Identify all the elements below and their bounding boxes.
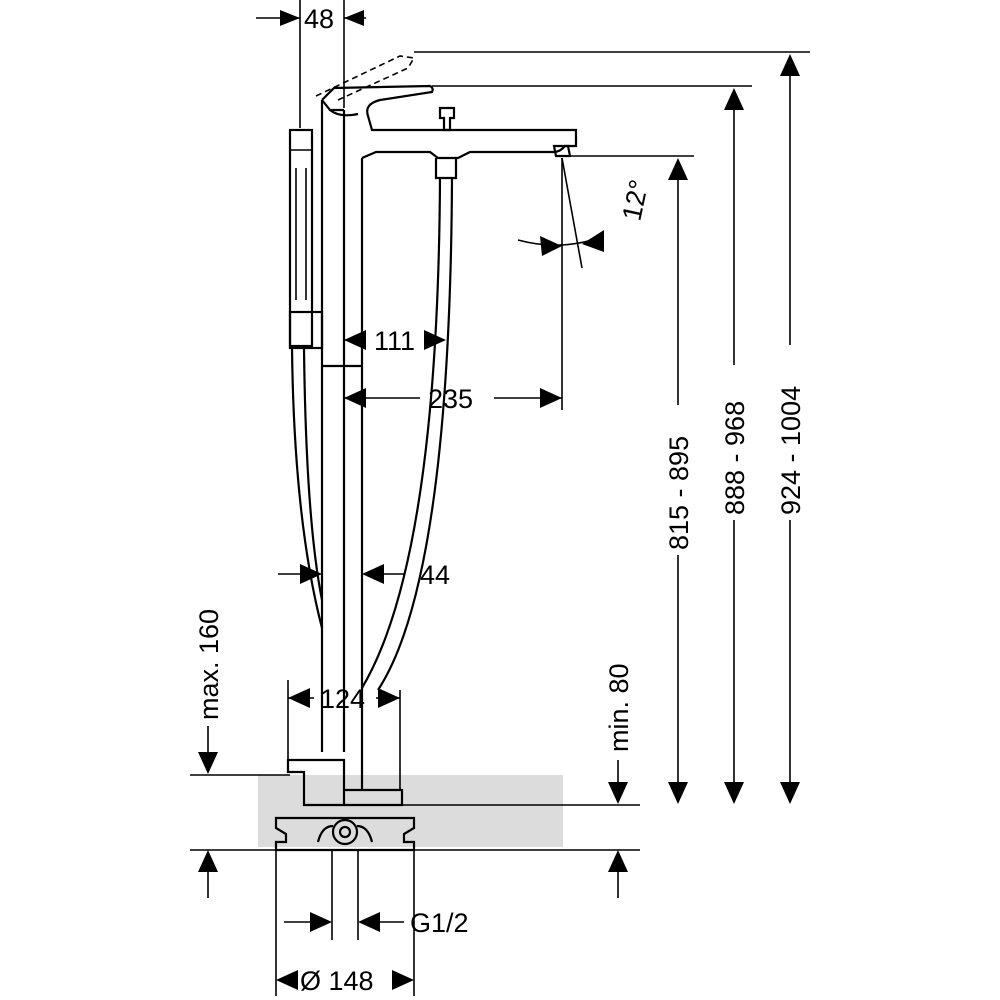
dim-895-label: 815 - 895: [664, 436, 694, 550]
hose-left-inner: [302, 347, 324, 601]
dim-235-arrow-right: [540, 388, 562, 408]
dim-1004-arrow-bottom: [780, 782, 800, 804]
lever-detail: [329, 109, 359, 117]
diverter-knob: [438, 106, 456, 132]
dim-895-arrow-top: [668, 158, 688, 180]
lever-raised-position: [315, 55, 416, 101]
dim-44-arrow-left: [300, 564, 322, 584]
dim-max160-arrow-bottom: [198, 850, 218, 872]
dim-max160-arrow-top: [198, 752, 218, 774]
dim-44-label: 44: [420, 560, 450, 590]
hand-shower-holder: [288, 310, 324, 350]
floor-section: [190, 774, 640, 851]
dim-148-arrow-left: [276, 970, 298, 990]
dim-968-label: 888 - 968: [720, 401, 750, 515]
dim-124-label: 124: [320, 684, 365, 714]
dim-angle-arrow-right: [582, 230, 604, 252]
dim-min80-arrow-bottom: [608, 850, 628, 872]
dim-max160-label: max. 160: [194, 609, 224, 720]
hose-right-outer: [361, 177, 442, 689]
dim-48-arrow-right: [344, 10, 364, 26]
dim-1004-label: 924 - 1004: [776, 386, 806, 515]
inlet-fitting: [331, 818, 359, 846]
flange-rib-left: [316, 824, 334, 843]
dim-968-arrow-bottom: [724, 782, 744, 804]
dim-235-arrow-left: [344, 388, 366, 408]
hose-right-inner: [377, 177, 454, 691]
dim-g12-arrow-left: [310, 912, 332, 932]
lever-base: [321, 99, 344, 112]
dim-angle-ray: [561, 157, 583, 269]
dimensions: 48 924 - 1004 888 - 968 815 - 895 min. 8…: [194, 0, 810, 996]
dim-111-label: 111: [374, 326, 415, 356]
flange-rib-right: [356, 824, 374, 843]
dim-g12-label: G1/2: [410, 908, 469, 938]
hose-connector: [434, 158, 458, 180]
dim-235-label: 235: [428, 384, 473, 414]
dim-min80-arrow-top: [608, 782, 628, 804]
dim-895-arrow-bottom: [668, 782, 688, 804]
dim-148-arrow-right: [392, 970, 414, 990]
floor-fill: [258, 775, 563, 847]
dim-968-arrow-top: [724, 88, 744, 110]
dim-48-arrow-left: [280, 10, 300, 26]
dim-g12-arrow-right: [358, 912, 380, 932]
dim-angle-label: 12°: [617, 177, 655, 223]
faucet: [274, 55, 578, 852]
dim-111-arrow-left: [344, 330, 366, 350]
dim-124-arrow-right: [378, 688, 400, 708]
dim-48-label: 48: [304, 4, 334, 34]
dim-44-arrow-right: [362, 564, 384, 584]
hand-shower: [288, 128, 314, 348]
base-block-right: [344, 788, 404, 807]
dim-1004-arrow-top: [780, 54, 800, 76]
dim-111-arrow-right: [424, 330, 446, 350]
inlet-fitting-center: [338, 825, 352, 839]
dim-min80-label: min. 80: [604, 663, 634, 752]
dim-angle-arrow-left: [540, 236, 562, 256]
dim-148-label: Ø 148: [300, 966, 374, 996]
dim-124-arrow-left: [288, 688, 310, 708]
hose-left-outer: [290, 347, 324, 629]
